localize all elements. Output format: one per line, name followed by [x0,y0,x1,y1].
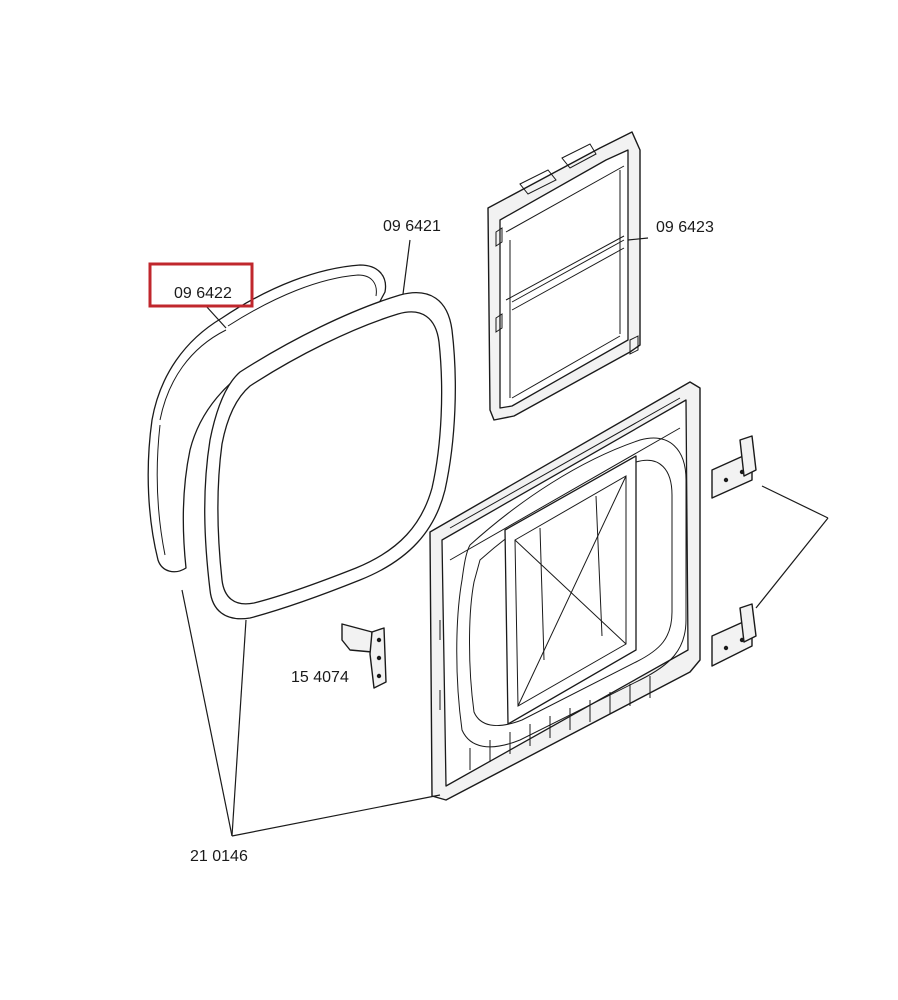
label-handle: 15 4074 [291,669,349,686]
leader-lines [181,237,829,837]
upper-hinge [711,435,757,499]
lint-filter [487,131,641,421]
highlight-box [148,262,254,308]
label-seal-outer: 09 6422 [174,285,232,302]
outer-door-seal [147,264,387,573]
label-hinge-screws: 21 0146 [190,848,248,865]
label-seal-inner: 09 6421 [383,218,441,235]
lower-hinge [711,603,757,667]
label-filter: 09 6423 [656,219,714,236]
door-panel [429,381,701,801]
door-handle-part [341,623,387,689]
inner-door-seal [204,292,456,620]
